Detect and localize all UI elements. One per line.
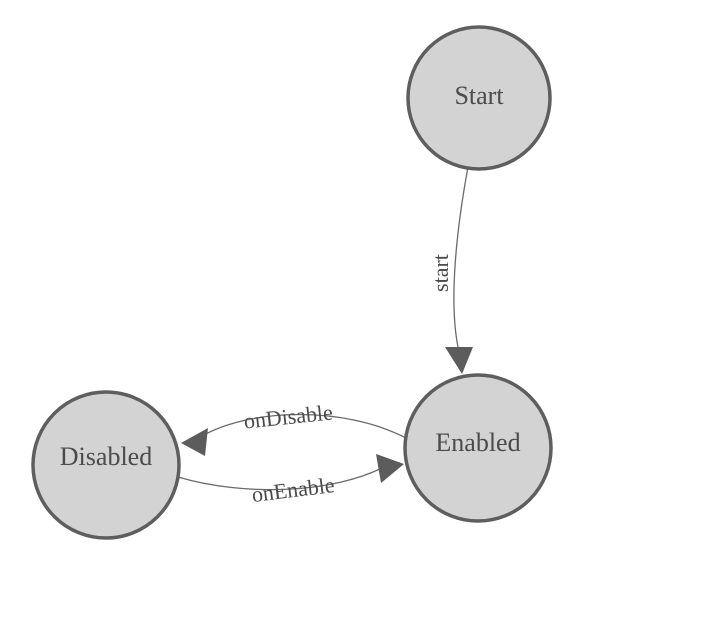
edge-start-to-enabled: start <box>428 166 473 374</box>
edge-label-start: start <box>428 254 453 292</box>
state-label-enabled: Enabled <box>435 428 520 457</box>
state-node-disabled[interactable]: Disabled <box>31 390 181 540</box>
edge-label-ondisable: onDisable <box>243 399 334 433</box>
edge-label-onenable: onEnable <box>250 472 336 507</box>
arrowhead-left-icon <box>181 428 208 456</box>
edge-enabled-to-disabled: onDisable <box>181 399 407 456</box>
arrowhead-right-icon <box>376 454 404 483</box>
state-node-enabled[interactable]: Enabled <box>403 373 553 523</box>
edge-disabled-to-enabled: onEnable <box>177 454 404 507</box>
edge-onenable-path <box>177 466 385 491</box>
state-label-start: Start <box>454 81 504 110</box>
arrowhead-down-icon <box>445 347 473 374</box>
state-circle-start[interactable] <box>406 25 552 171</box>
edge-start-path <box>453 166 469 348</box>
state-circle-disabled[interactable] <box>31 390 181 540</box>
state-label-disabled: Disabled <box>60 442 152 471</box>
state-node-start[interactable]: Start <box>406 25 552 171</box>
state-circle-enabled[interactable] <box>403 373 553 523</box>
edge-ondisable-path <box>201 413 407 439</box>
